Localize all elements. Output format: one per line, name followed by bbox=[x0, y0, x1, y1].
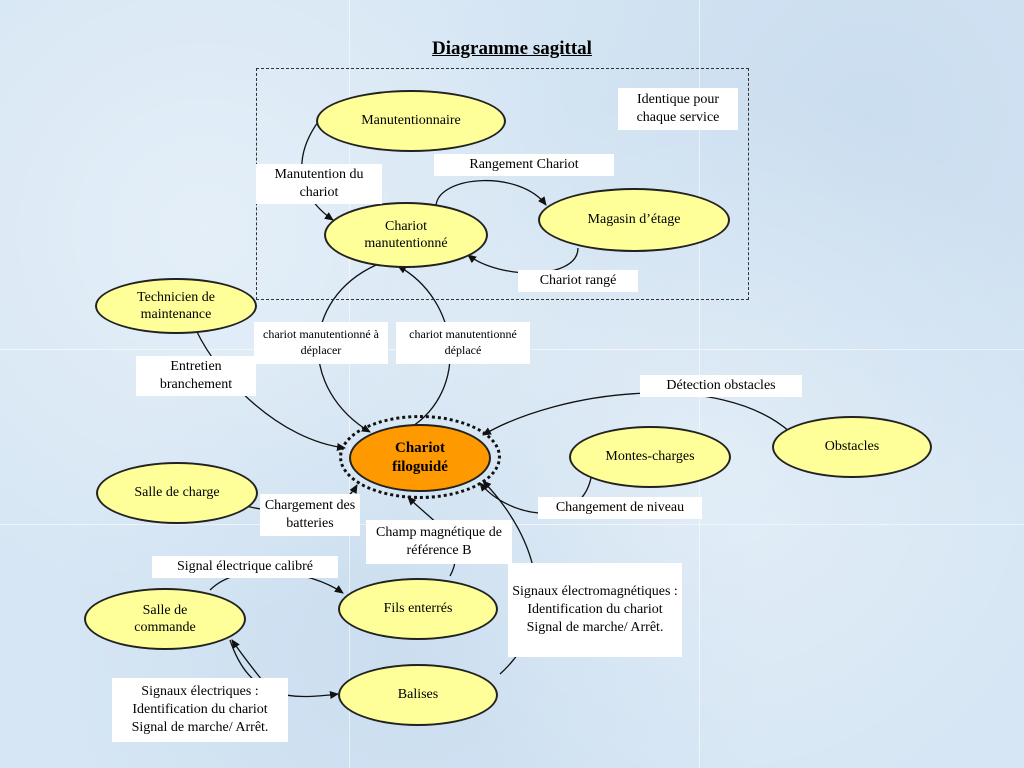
background-seam bbox=[0, 524, 1024, 525]
label-rangement-chariot: Rangement Chariot bbox=[434, 154, 614, 176]
label-chargement: Chargement des batteries bbox=[260, 494, 360, 536]
link-entretien bbox=[195, 329, 346, 451]
link-detection bbox=[482, 392, 791, 436]
label-a-deplacer: chariot manutentionné à déplacer bbox=[254, 322, 388, 364]
node-fils-enterres: Fils enterrés bbox=[338, 578, 498, 640]
node-montes-charges: Montes-charges bbox=[569, 426, 731, 488]
label-entretien: Entretien branchement bbox=[136, 356, 256, 396]
label-signal-calibre: Signal électrique calibré bbox=[152, 556, 338, 578]
label-chariot-range: Chariot rangé bbox=[518, 270, 638, 292]
node-label: Salle de charge bbox=[134, 485, 220, 501]
label-champ-magnetique: Champ magnétique de référence B bbox=[366, 520, 512, 564]
node-chariot-manutentionne: Chariot manutentionné bbox=[324, 202, 488, 268]
node-label: Balises bbox=[397, 687, 439, 703]
node-label: Chariot manutentionné bbox=[364, 218, 448, 252]
label-signaux-em: Signaux électromagnétiques : Identificat… bbox=[508, 563, 682, 657]
label-changement-niveau: Changement de niveau bbox=[538, 497, 702, 519]
label-manutention-chariot: Manutention du chariot bbox=[256, 164, 382, 204]
background-seam bbox=[349, 0, 350, 768]
node-label: Salle de commande bbox=[134, 602, 196, 636]
label-detection: Détection obstacles bbox=[640, 375, 802, 397]
label-signaux-elec: Signaux électriques : Identification du … bbox=[112, 678, 288, 742]
chariot-filoguide-ring bbox=[339, 415, 501, 499]
node-label: Obstacles bbox=[824, 439, 880, 455]
label-deplace: chariot manutentionné déplacé bbox=[396, 322, 530, 364]
diagram-title: Diagramme sagittal bbox=[432, 38, 592, 59]
node-label: Magasin d’étage bbox=[587, 212, 681, 228]
node-label: Chariot filoguidé bbox=[392, 440, 448, 475]
node-salle-commande: Salle de commande bbox=[84, 588, 246, 650]
node-label: Fils enterrés bbox=[383, 601, 453, 617]
node-balises: Balises bbox=[338, 664, 498, 726]
node-obstacles: Obstacles bbox=[772, 416, 932, 478]
node-chariot-filoguide: Chariot filoguidé bbox=[349, 424, 491, 492]
node-salle-charge: Salle de charge bbox=[96, 462, 258, 524]
link-rangement bbox=[435, 179, 547, 206]
node-manutentionnaire: Manutentionnaire bbox=[316, 90, 506, 152]
link-signaux-elec-2 bbox=[231, 639, 263, 681]
node-technicien: Technicien de maintenance bbox=[95, 278, 257, 334]
label-identique: Identique pour chaque service bbox=[618, 88, 738, 130]
node-label: Technicien de maintenance bbox=[137, 289, 215, 323]
node-magasin-etage: Magasin d’étage bbox=[538, 188, 730, 252]
node-label: Montes-charges bbox=[605, 449, 695, 465]
node-label: Manutentionnaire bbox=[361, 113, 461, 129]
